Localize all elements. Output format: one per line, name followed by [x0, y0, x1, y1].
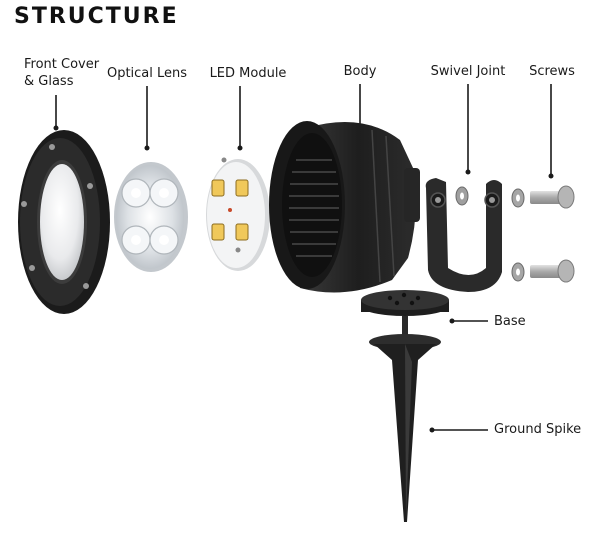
screws-part — [511, 185, 575, 283]
page-title: STRUCTURE — [14, 4, 179, 29]
label-base: Base — [494, 314, 526, 329]
label-led-module: LED Module — [209, 66, 287, 81]
label-front-cover: Front Cover & Glass — [24, 57, 100, 89]
label-swivel-joint: Swivel Joint — [430, 64, 506, 79]
label-ground-spike: Ground Spike — [494, 422, 582, 437]
label-screws: Screws — [529, 64, 575, 79]
swivel-joint-part — [425, 178, 502, 292]
label-optical-lens: Optical Lens — [106, 66, 188, 81]
base-part — [361, 290, 449, 336]
led-module-part — [206, 157, 270, 271]
front-cover-part — [18, 130, 110, 314]
label-body: Body — [343, 64, 377, 79]
ground-spike-part — [369, 334, 441, 522]
optical-lens-part — [114, 162, 188, 272]
body-part — [269, 121, 420, 293]
leader-lines — [55, 84, 552, 431]
